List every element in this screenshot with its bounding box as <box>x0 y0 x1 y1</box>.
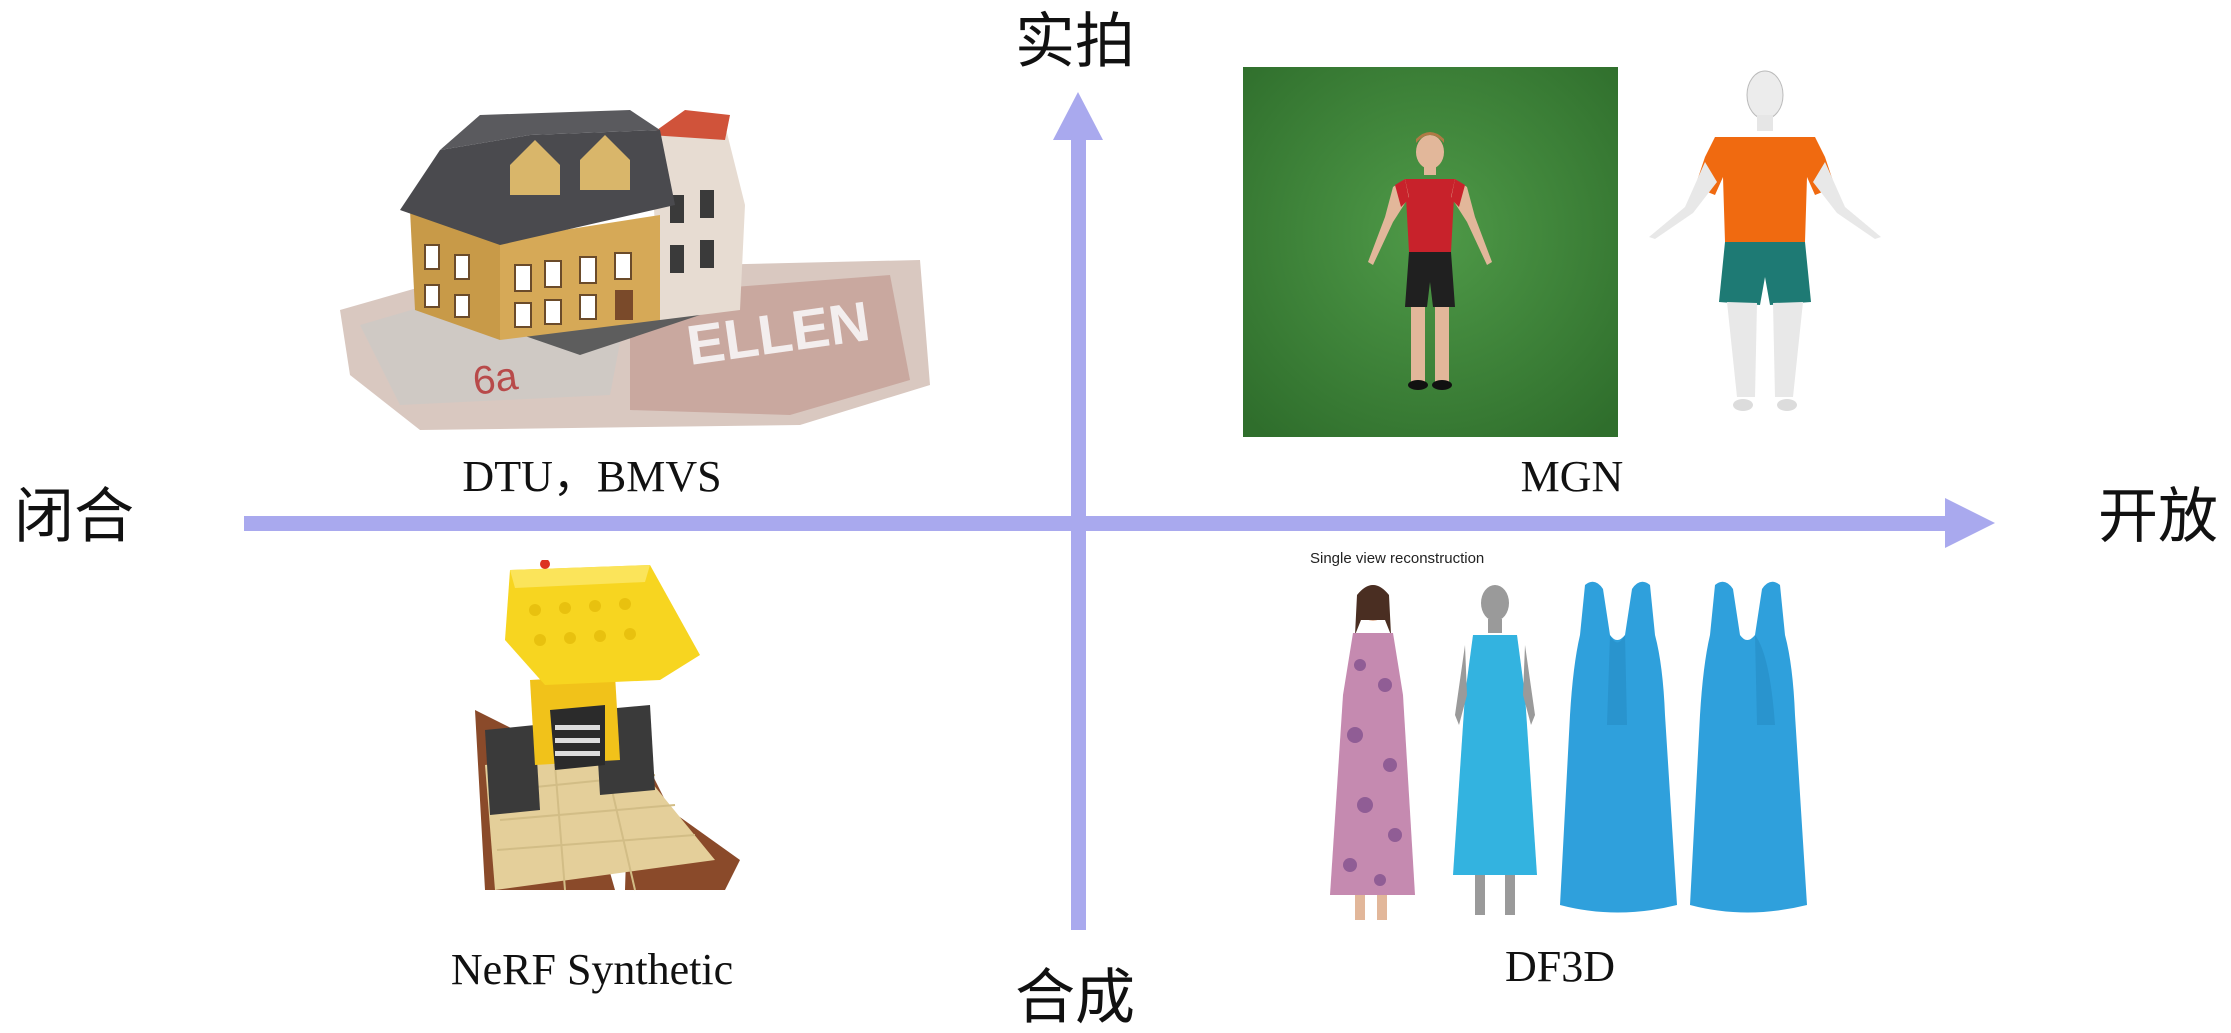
svg-text:6a: 6a <box>470 354 521 404</box>
dress-mannequin-icon <box>1445 575 1545 930</box>
caption-nerf-synthetic: NeRF Synthetic <box>450 945 734 994</box>
horizontal-axis <box>244 516 1964 531</box>
dress-photo <box>1315 575 1430 930</box>
dress-mesh-icon <box>1685 575 1810 920</box>
axis-label-right: 开放 <box>2098 482 2218 552</box>
house-model-icon: ELLEN 6a <box>330 95 940 435</box>
horizontal-axis-arrowhead <box>1945 498 1995 548</box>
clothed-mannequin-icon <box>1625 67 1905 442</box>
single-view-reconstruction-label: Single view reconstruction <box>1310 550 1485 567</box>
vertical-axis-arrowhead <box>1053 92 1103 140</box>
caption-mgn: MGN <box>1520 452 1624 501</box>
person-greenscreen-photo <box>1243 67 1618 437</box>
vertical-axis <box>1071 130 1086 930</box>
dress-mesh-icon <box>1555 575 1680 920</box>
caption-dtu-bmvs: DTU，BMVS <box>462 452 722 501</box>
lego-bulldozer-icon <box>455 560 755 895</box>
caption-df3d: DF3D <box>1504 942 1616 991</box>
axis-label-bottom: 合成 <box>1015 963 1135 1033</box>
axis-label-left: 闭合 <box>14 482 134 552</box>
axis-label-top: 实拍 <box>1015 7 1135 77</box>
